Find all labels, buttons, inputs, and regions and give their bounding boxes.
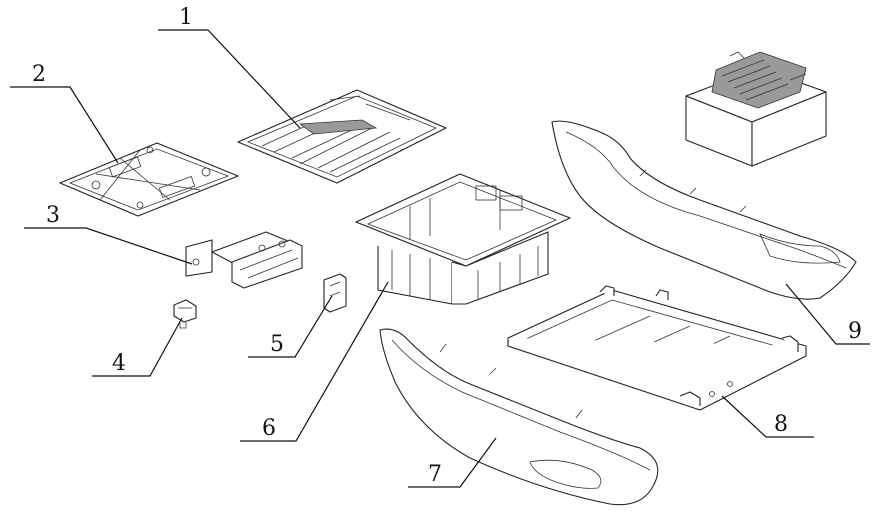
leader-6	[240, 281, 389, 442]
leader-9	[785, 283, 870, 345]
callout-2: 2	[32, 62, 46, 87]
part-2-base-plate	[59, 142, 239, 217]
callout-7: 7	[428, 462, 442, 487]
leader-8	[721, 395, 814, 438]
callout-3: 3	[46, 203, 60, 228]
part-8-bottom-tray	[507, 285, 807, 411]
leader-2	[10, 86, 119, 164]
part-5-small-plate	[323, 273, 347, 313]
leader-1	[158, 29, 301, 129]
callout-9: 9	[848, 319, 862, 344]
callout-8: 8	[774, 412, 788, 437]
callout-labels: 1 2 3 4 5 6 7 8 9	[32, 5, 862, 487]
part-7-front-trim	[379, 328, 659, 506]
callout-1: 1	[179, 5, 193, 30]
part-6-storage-bin	[355, 173, 571, 305]
callout-6: 6	[262, 416, 276, 441]
leader-lines	[10, 29, 870, 488]
leader-4	[92, 317, 183, 377]
box-module	[685, 51, 827, 167]
leader-5	[248, 295, 333, 358]
part-9-side-trim	[551, 120, 857, 300]
part-4-clip	[173, 299, 197, 329]
callout-4: 4	[112, 351, 126, 376]
part-1-top-cover	[237, 89, 447, 184]
leader-7	[408, 437, 497, 488]
part-3-bracket	[185, 231, 303, 289]
callout-5: 5	[270, 332, 284, 357]
leader-3	[24, 227, 193, 265]
